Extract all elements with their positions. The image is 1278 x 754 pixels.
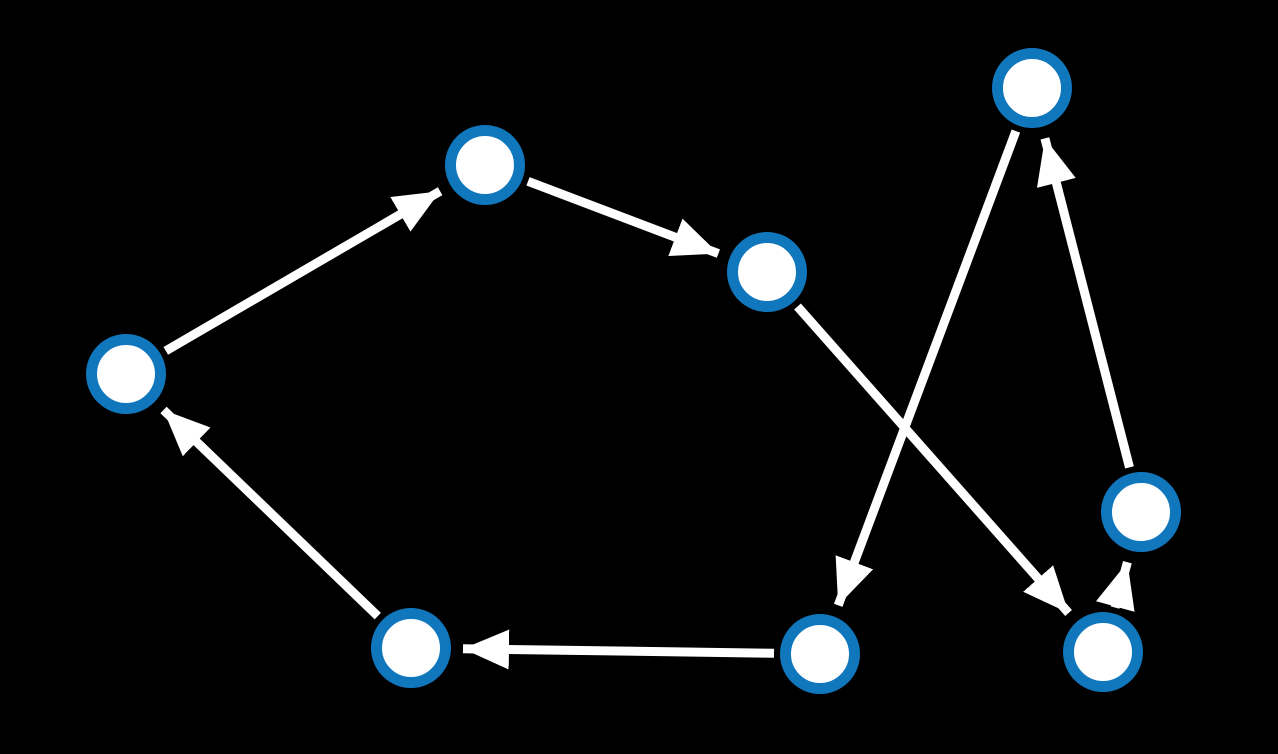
graph-edge-n2-n1: [163, 187, 443, 355]
graph-edge-n8-n5: [1095, 561, 1135, 612]
graph-node-n4: [992, 48, 1072, 128]
graph-node-n7: [780, 614, 860, 694]
graph-edge-n4-n7: [833, 129, 1021, 607]
graph-edge-n7-n6: [462, 629, 775, 670]
graph-node-n1: [445, 125, 525, 205]
graph-node-n3: [727, 232, 807, 312]
graph-edge-n6-n2: [160, 406, 381, 620]
graph-node-n2: [86, 334, 166, 414]
graph-edge-n3-n8: [794, 303, 1072, 616]
graph-node-n8: [1063, 612, 1143, 692]
graph-node-n5: [1101, 472, 1181, 552]
graph-edge-n5-n4: [1036, 137, 1134, 469]
graph-node-n6: [371, 608, 451, 688]
graph-edge-n1-n3: [526, 177, 720, 258]
